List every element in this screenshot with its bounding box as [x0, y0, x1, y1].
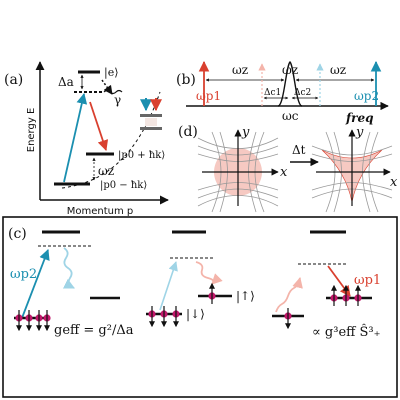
pump-arrow-teal — [63, 92, 88, 183]
trap-right: x y — [311, 125, 398, 213]
freq-axis-label: freq — [345, 111, 374, 125]
omega-z-left-label: ωz — [232, 63, 248, 77]
panel-c: (c) ωp2 |↑⟩ — [2, 216, 398, 398]
trap-left: x y — [197, 125, 288, 213]
g-eff-equation: geff = g²/Δa — [54, 323, 134, 338]
y-label-right: y — [355, 125, 364, 140]
pump-p2-arrow — [21, 248, 50, 319]
panel-c-label: (c) — [8, 226, 27, 242]
cavity-icon — [140, 98, 162, 130]
proportional-expression: ∝ g³eff Ŝ³₊ — [312, 323, 381, 340]
ket-up-label: |↑⟩ — [236, 289, 255, 303]
pump-p2-arrow-light — [159, 261, 178, 311]
y-label-left: y — [241, 125, 250, 140]
omega-z-mid-label: ωz — [282, 63, 298, 77]
omega-z-label: ωz — [98, 164, 114, 178]
panel-b-label: (b) — [176, 72, 196, 88]
absorption-wavy-light — [275, 276, 303, 313]
omega-p1-label-c: ωp1 — [354, 273, 381, 288]
emit-arrow-red — [89, 101, 109, 152]
panel-a-label: (a) — [4, 72, 23, 88]
momentum-axis-label: Momentum p — [67, 206, 134, 217]
omega-p2-label-c: ωp2 — [10, 267, 37, 282]
dispersion-curve — [61, 91, 161, 189]
panel-a: (a) Energy E Momentum p |e⟩ Δa γ |p0 + ħ… — [4, 61, 169, 217]
omega-z-right-label: ωz — [330, 63, 346, 77]
delta-c2-label: Δc2 — [294, 88, 311, 98]
panel-d: (d) x y Δt — [178, 124, 398, 213]
omega-c-label: ωc — [282, 109, 299, 123]
omega-p1-label: ωp1 — [196, 89, 221, 103]
process-step-2: |↑⟩ |↓⟩ — [146, 230, 255, 328]
panel-b: (b) freq ωz ωz ωz ωp1 ωp2 Δc1 Δc2 ωc — [176, 60, 389, 125]
spins-down-1 — [15, 310, 51, 332]
delta-c1-label: Δc1 — [264, 88, 281, 98]
x-label-right: x — [390, 175, 398, 190]
process-step-1: ωp2 — [10, 230, 120, 332]
lower-state-label: |p0 − ħk⟩ — [100, 180, 147, 191]
excited-state-label: |e⟩ — [104, 66, 119, 80]
panel-c-frame — [2, 216, 398, 398]
energy-axis-label: Energy E — [26, 108, 37, 153]
detuning-label: Δa — [58, 75, 74, 89]
x-label-left: x — [280, 165, 288, 180]
delta-t-label: Δt — [292, 143, 306, 157]
process-step-3: ωp1 — [272, 230, 381, 330]
upper-state-label: |p0 + ħk⟩ — [118, 150, 165, 161]
pump-p1-arrow — [327, 265, 351, 297]
ket-down-label: |↓⟩ — [186, 307, 205, 321]
panel-d-label: (d) — [178, 124, 198, 140]
emission-wavy-teal — [62, 247, 75, 289]
emission-wavy-red-light — [195, 261, 223, 285]
gamma-label: γ — [114, 93, 121, 107]
spins-down-2 — [148, 306, 180, 328]
spins-up-3 — [330, 284, 362, 306]
omega-p2-label: ωp2 — [354, 89, 379, 103]
gamma-arrow — [101, 79, 113, 95]
